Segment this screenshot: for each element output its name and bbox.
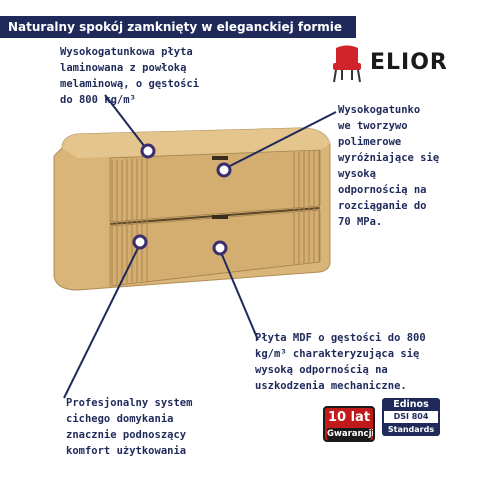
note-board: Wysokogatunkowa płyta laminowana z powło… — [60, 46, 200, 106]
edinos-badge: Edinos DSI 804 Standards — [382, 398, 440, 444]
cabinet — [53, 127, 331, 291]
drawer-handle — [212, 215, 228, 219]
pointer-lines — [63, 94, 337, 399]
chair-icon — [333, 45, 361, 83]
note-mdf: Płyta MDF o gęstości do 800 kg/m³ charak… — [255, 332, 426, 392]
markers — [132, 143, 232, 256]
brand-name: ELIOR — [370, 50, 448, 75]
warranty-badge: 10 lat Gwarancji — [323, 406, 375, 442]
note-handles: Wysokogatunko we tworzywo polimerowe wyr… — [338, 104, 440, 228]
drawer-handle — [212, 156, 228, 160]
note-system: Profesjonalny system cichego domykania z… — [66, 397, 193, 457]
page-title: Naturalny spokój zamknięty w eleganckiej… — [0, 16, 356, 38]
brand-logo: ELIOR — [328, 44, 447, 84]
